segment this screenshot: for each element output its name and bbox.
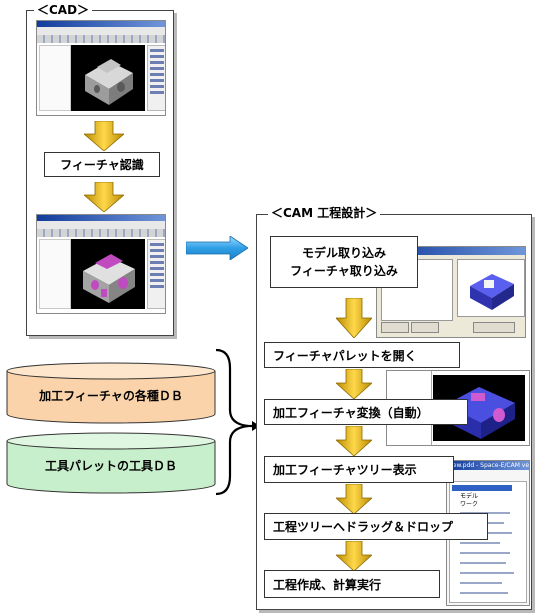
cam-import-dialog-screenshot bbox=[376, 246, 526, 338]
down-arrow-icon bbox=[336, 298, 372, 338]
cad-part-grey-icon bbox=[85, 59, 133, 105]
down-arrow-icon bbox=[336, 541, 372, 571]
feature-recognition-box: フィーチャ認識 bbox=[44, 152, 160, 177]
curly-brace-icon bbox=[215, 348, 260, 496]
cam-title: ＜CAM 工程設計＞ bbox=[268, 206, 381, 220]
feature-db-cylinder bbox=[6, 362, 216, 424]
down-arrow-icon bbox=[336, 369, 372, 399]
cad-screenshot-model bbox=[36, 20, 166, 116]
cam-window-title: new.pdd - Space-E/CAM ver.4.9 bbox=[447, 461, 529, 470]
step-open-feature-palette: フィーチャパレットを開く bbox=[264, 342, 460, 368]
cad-part-magenta-icon bbox=[83, 254, 135, 303]
right-arrow-icon bbox=[186, 236, 248, 260]
import-feature-label: フィーチャ取り込み bbox=[290, 264, 398, 278]
step-feature-conversion: 加工フィーチャ変換（自動） bbox=[264, 399, 468, 425]
tool-db-label: 工具パレットの工具ＤＢ bbox=[44, 458, 177, 473]
step-drag-drop-process-tree: 工程ツリーへドラッグ＆ドロップ bbox=[264, 513, 488, 540]
down-arrow-icon bbox=[84, 182, 124, 212]
step-feature-tree-display: 加工フィーチャツリー表示 bbox=[264, 456, 454, 483]
down-arrow-icon bbox=[84, 121, 124, 151]
cam-tree-window-screenshot: new.pdd - Space-E/CAM ver.4.9 モデル ワーク bbox=[446, 460, 530, 606]
tree-item-model: モデル bbox=[460, 493, 479, 500]
import-model-label: モデル取り込み bbox=[301, 246, 386, 260]
model-feature-import-box: モデル取り込み フィーチャ取り込み bbox=[270, 236, 418, 288]
down-arrow-icon bbox=[336, 484, 372, 514]
tree-item-work: ワーク bbox=[460, 501, 479, 508]
tool-db-cylinder bbox=[6, 432, 216, 494]
down-arrow-icon bbox=[336, 426, 372, 456]
cad-screenshot-features bbox=[36, 214, 166, 314]
step-create-and-calculate: 工程作成、計算実行 bbox=[264, 570, 440, 598]
cam-part-blue-icon bbox=[470, 274, 514, 310]
feature-db-label: 加工フィーチャの各種ＤＢ bbox=[39, 388, 183, 403]
cad-title: ＜CAD＞ bbox=[34, 3, 93, 17]
